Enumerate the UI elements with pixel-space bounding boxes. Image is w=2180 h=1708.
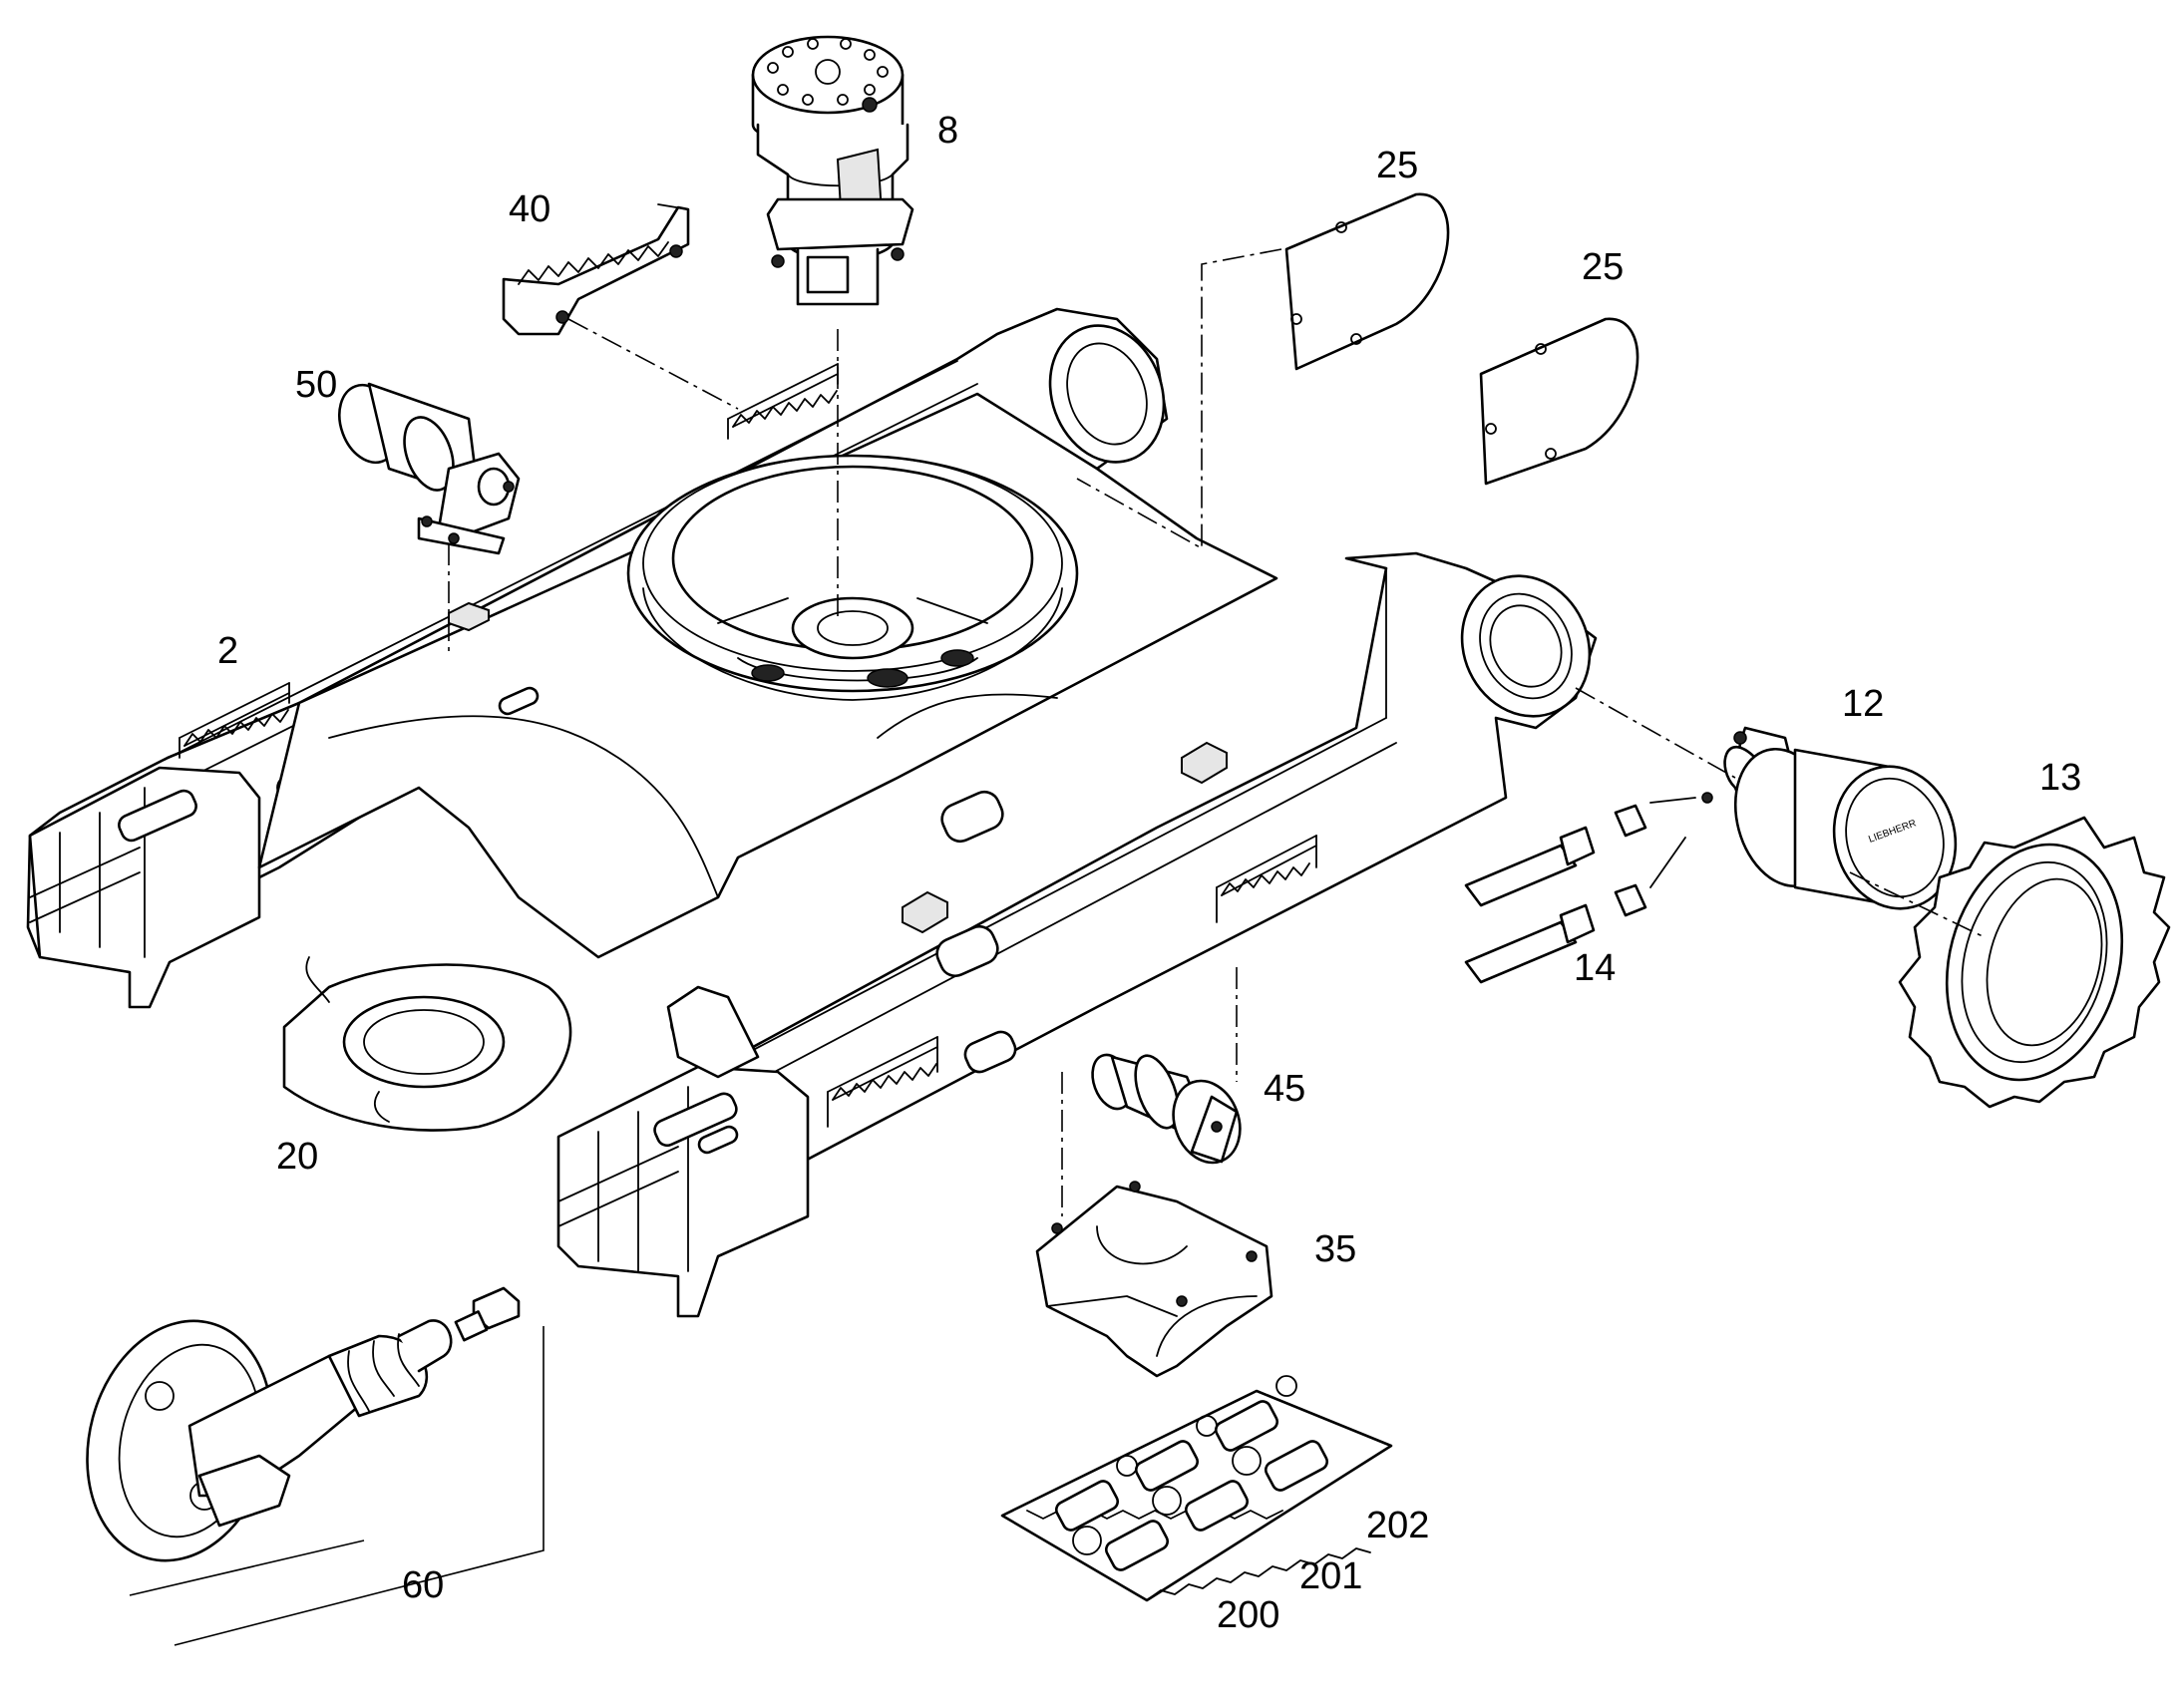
callout-2: 2 [217,630,238,672]
guard-bracket-part-40 [502,203,690,336]
callout-25-a: 25 [1376,145,1418,186]
track-roller-part-45 [1091,1053,1242,1165]
callout-labels: 2 8 12 13 14 20 25 25 35 40 45 50 60 200… [217,110,2081,1636]
leader-lines [448,248,1986,1216]
sprocket-part-13 [1898,816,2171,1109]
callout-201: 201 [1299,1555,1362,1597]
callout-35: 35 [1314,1228,1356,1270]
cover-plate-part-25-b [1479,317,1639,486]
plate-part-20 [282,956,572,1132]
callout-14: 14 [1574,947,1616,989]
rotary-joint-part-8 [751,35,914,306]
callout-20: 20 [276,1136,318,1178]
callout-40: 40 [509,188,550,230]
cover-plate-part-25-a [1284,192,1450,371]
callout-8: 8 [937,110,958,152]
hose-fittings-part-14 [1464,797,1696,984]
undercarriage-frame-part-2 [26,307,1598,1318]
callout-60: 60 [402,1564,444,1606]
callout-200: 200 [1217,1594,1279,1636]
bracket-part-35 [1035,1181,1273,1378]
callout-45: 45 [1264,1068,1305,1110]
travel-motor-part-12: LIEBHERR [1701,726,1958,910]
idler-tensioner-part-60 [86,1286,545,1646]
callout-202: 202 [1366,1505,1429,1546]
callout-50: 50 [295,364,337,406]
track-chain-parts-200-201-202 [1000,1375,1393,1602]
carrier-roller-part-50 [338,382,521,555]
callout-12: 12 [1842,683,1884,725]
callout-13: 13 [2039,757,2081,799]
callout-25-b: 25 [1582,246,1624,288]
